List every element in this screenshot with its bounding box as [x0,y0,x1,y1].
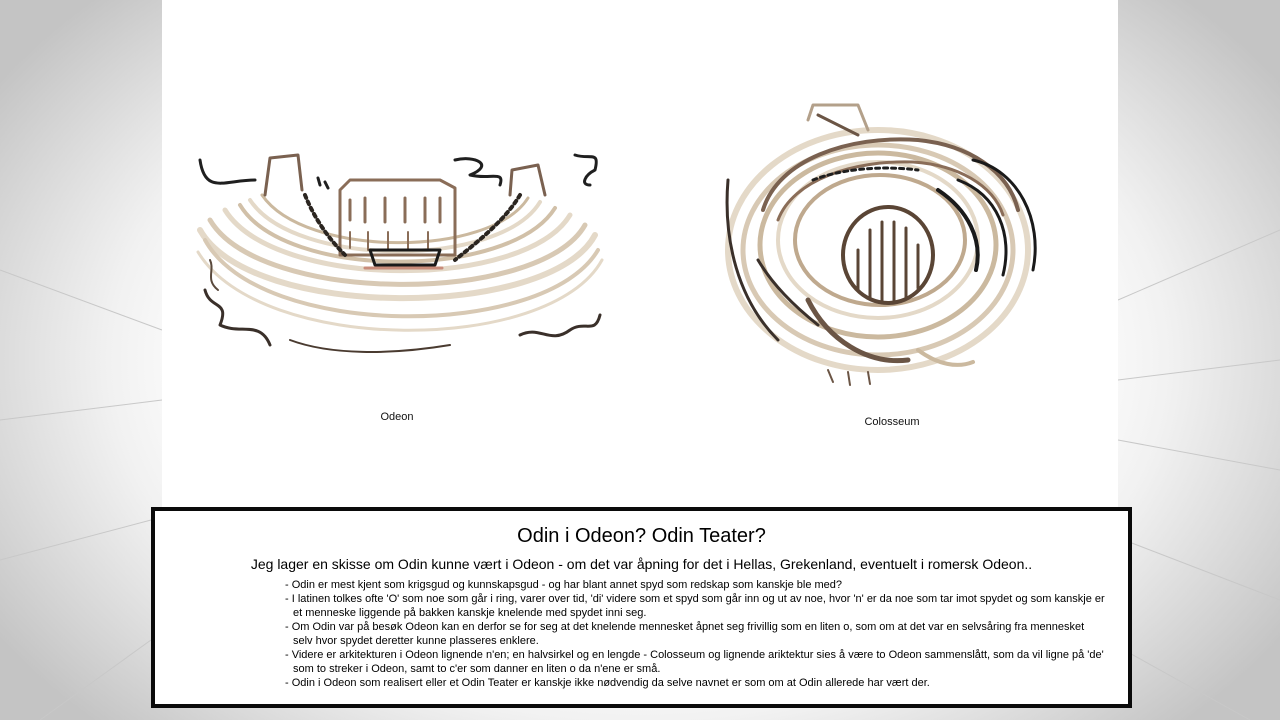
note-item: - Om Odin var på besøk Odeon kan en derf… [285,621,1085,647]
note-item: - Videre er arkitekturen i Odeon lignend… [285,649,1104,675]
note-item: - I latinen tolkes ofte 'O' som noe som … [285,593,1105,619]
panel-subtitle: Jeg lager en skisse om Odin kunne vært i… [250,556,1033,572]
panel-title: Odin i Odeon? Odin Teater? [517,525,766,547]
colosseum-sketch [725,103,1037,386]
note-item: - Odin i Odeon som realisert eller et Od… [285,677,930,689]
caption-colosseum: Colosseum [864,416,920,428]
note-item: - Odin er mest kjent som krigsgud og kun… [285,579,843,591]
info-panel: Odin i Odeon? Odin Teater? Jeg lager en … [151,507,1132,708]
notes-list: - Odin er mest kjent som krigsgud og kun… [285,578,1105,690]
caption-odeon: Odeon [380,411,414,423]
canvas-top [162,0,1118,100]
odeon-sketch [196,153,604,353]
